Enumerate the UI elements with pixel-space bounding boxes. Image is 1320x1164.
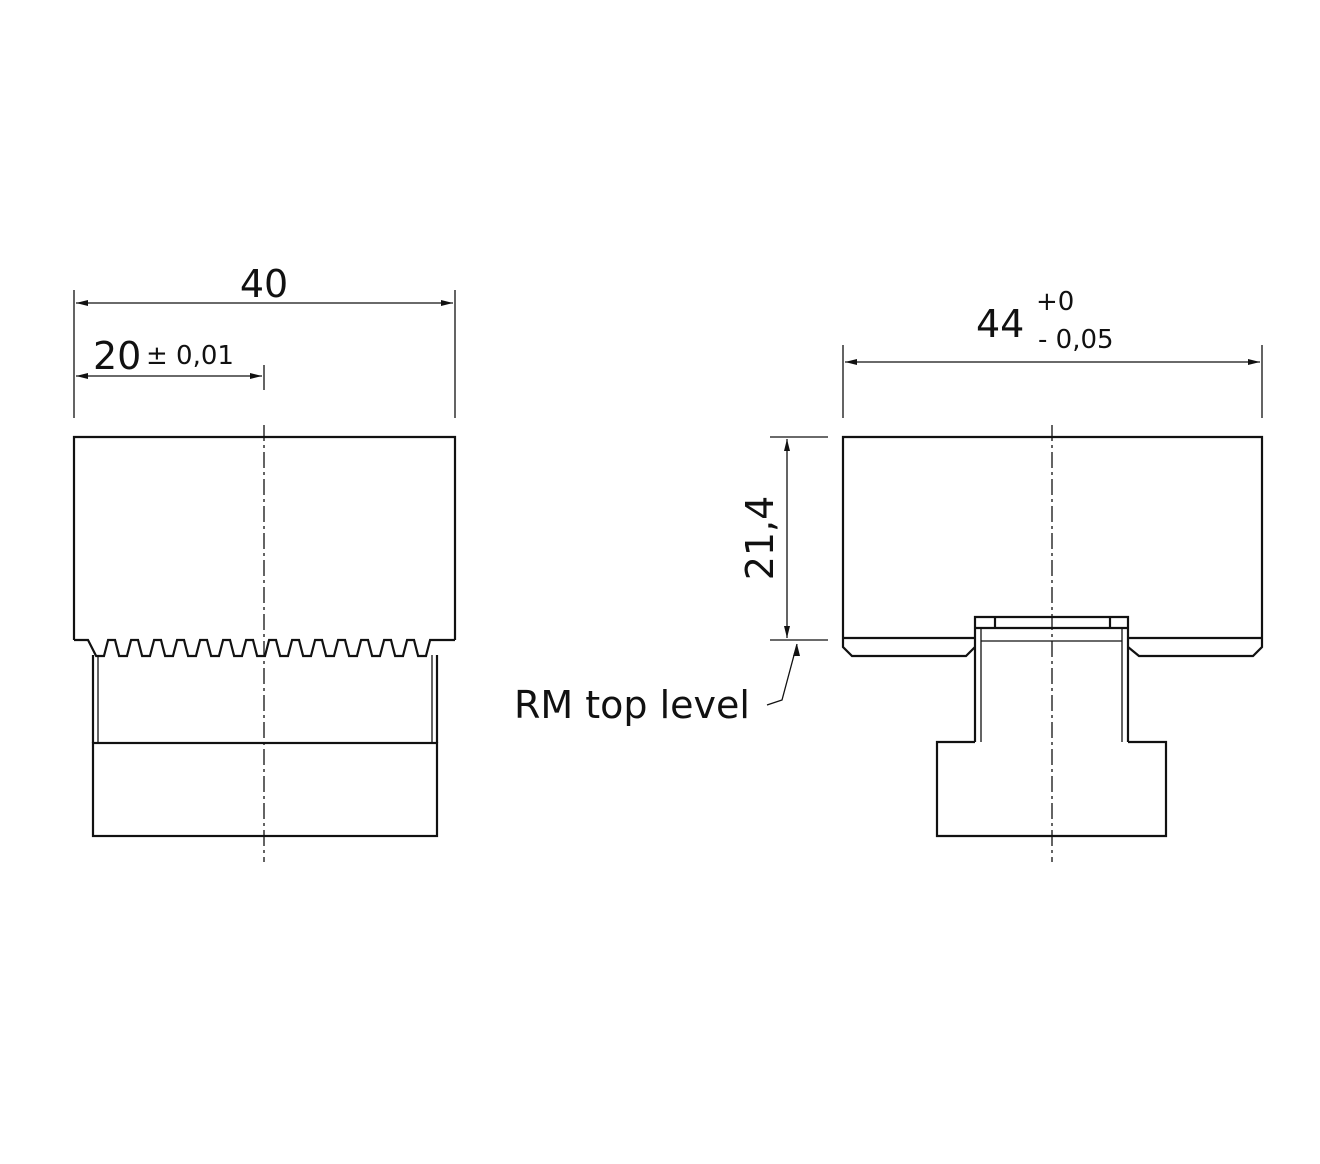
dimension-20-label: 20	[93, 334, 141, 378]
dimension-20-tolerance: ± 0,01	[146, 341, 234, 371]
dimension-44-label: 44	[976, 302, 1024, 346]
leader-line	[766, 643, 798, 706]
dimension-21-4-label: 21,4	[738, 496, 782, 581]
rm-top-level-label: RM top level	[514, 683, 750, 727]
right-view: 44 +0 - 0,05 21,4 RM top level	[514, 287, 1264, 862]
jaw-base	[91, 741, 439, 838]
dimension-44-lower-tol: - 0,05	[1038, 325, 1114, 355]
dimension-44-upper-tol: +0	[1036, 287, 1074, 317]
serrated-teeth	[74, 638, 455, 658]
left-view: 40 20 ± 0,01	[72, 262, 457, 862]
dimension-40-label: 40	[240, 262, 288, 306]
